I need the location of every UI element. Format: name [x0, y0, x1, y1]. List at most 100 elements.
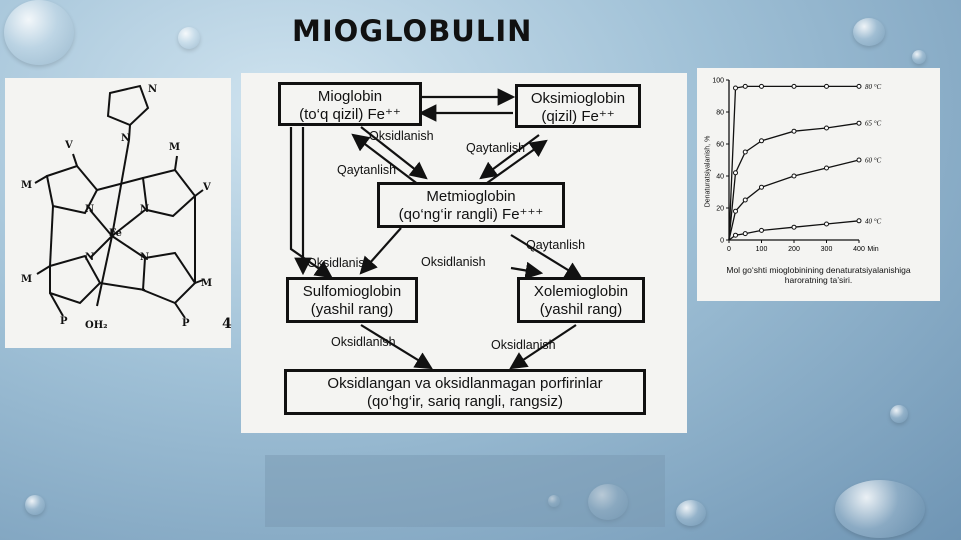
atom-label: M: [201, 278, 213, 289]
atom-label: Fe: [109, 228, 122, 239]
node-porfirinlar-name: Oksidlangan va oksidlanmagan porfirinlar: [327, 375, 603, 392]
flowchart-arrows: [289, 88, 583, 370]
atom-label: M: [21, 180, 33, 191]
atom-label: OH₂: [85, 320, 108, 331]
atom-label: N: [121, 133, 131, 144]
node-metmioglobin-name: Metmioglobin: [426, 188, 516, 205]
heme-structure-panel: N N V M M V N N Fe N N M M P P OH₂ 4: [5, 78, 232, 348]
data-point: [759, 138, 764, 144]
atom-label: N: [148, 84, 158, 95]
y-tick-label: 60: [716, 142, 724, 149]
atom-label: P: [182, 318, 190, 329]
atom-label: P: [60, 316, 68, 327]
water-drop: [588, 484, 628, 520]
x-tick-label: 0: [727, 246, 731, 253]
node-xolemioglobin: Xolemioglobin (yashil rang): [517, 277, 645, 323]
data-point: [742, 149, 748, 155]
data-point: [742, 231, 748, 237]
atom-label: N: [85, 204, 95, 215]
y-axis-label: Denaturatsiyalanish, %: [704, 135, 712, 208]
x-unit-label: Min: [867, 246, 878, 253]
heme-structure-drawing: [34, 84, 204, 319]
series-label: 80 °C: [865, 83, 882, 91]
node-sulfomioglobin-detail: (yashil rang): [310, 301, 394, 318]
data-point: [791, 128, 797, 134]
bottom-band: [265, 455, 665, 527]
edge-label: Qaytanlish: [337, 163, 397, 177]
node-oksimioglobin-name: Oksimioglobin: [530, 90, 626, 107]
chart-caption-line1: Mol go‘shti mioglobinining denaturatsiya…: [726, 265, 911, 275]
edge-label: Qaytanlish: [526, 238, 586, 252]
atom-label: M: [169, 142, 181, 153]
data-point: [791, 224, 797, 230]
atom-label: N: [140, 204, 150, 215]
data-point: [856, 218, 862, 224]
data-point: [759, 184, 764, 190]
node-xolemioglobin-name: Xolemioglobin: [533, 283, 629, 300]
data-point: [791, 83, 797, 89]
atom-label: V: [65, 140, 73, 151]
series-line: [728, 85, 859, 241]
data-point: [742, 83, 748, 89]
atom-label: N: [140, 252, 150, 263]
atom-label: V: [203, 182, 211, 193]
x-tick-label: 400: [853, 246, 865, 253]
data-point: [856, 83, 862, 89]
water-drop: [912, 50, 926, 64]
edge-label: Oksidlanish: [307, 256, 372, 270]
edge-label: Qaytanlish: [466, 141, 526, 155]
atom-label: N: [85, 252, 95, 263]
y-tick-label: 20: [716, 206, 724, 213]
chart-caption-line2: haroratning ta’siri.: [784, 275, 853, 285]
node-porfirinlar: Oksidlangan va oksidlanmagan porfirinlar…: [284, 369, 646, 415]
slide-title: MIOGLOBULIN: [292, 14, 533, 48]
y-tick-label: 0: [720, 238, 724, 245]
x-tick-label: 100: [756, 246, 768, 253]
water-drop: [4, 0, 74, 65]
series-line: [728, 220, 860, 241]
node-sulfomioglobin-name: Sulfomioglobin: [302, 283, 402, 300]
chart-caption: Mol go‘shti mioglobinining denaturatsiya…: [697, 265, 940, 285]
node-oksimioglobin: Oksimioglobin (qizil) Fe⁺⁺: [515, 84, 641, 128]
water-drop: [25, 495, 45, 515]
node-xolemioglobin-detail: (yashil rang): [539, 301, 623, 318]
node-metmioglobin-detail: (qo‘ng‘ir rangli) Fe⁺⁺⁺: [398, 206, 544, 223]
edge-label: Oksidlanish: [421, 255, 486, 269]
water-drop: [178, 27, 200, 49]
y-tick-label: 80: [716, 110, 724, 117]
node-mioglobin: Mioglobin (to‘q qizil) Fe⁺⁺: [278, 82, 422, 126]
node-metmioglobin: Metmioglobin (qo‘ng‘ir rangli) Fe⁺⁺⁺: [377, 182, 565, 228]
data-point: [856, 157, 862, 163]
data-point: [733, 85, 738, 91]
page-mark: 4: [222, 316, 232, 332]
data-point: [824, 83, 829, 89]
series-label: 65 °C: [865, 120, 882, 128]
edge-label: Oksidlanish: [491, 338, 556, 352]
y-tick-label: 40: [716, 174, 724, 181]
data-point: [759, 83, 764, 89]
data-point: [824, 165, 829, 171]
x-tick-label: 200: [788, 246, 800, 253]
water-drop: [890, 405, 908, 423]
data-point: [733, 208, 738, 214]
series-label: 40 °C: [865, 217, 882, 225]
data-point: [733, 170, 738, 176]
data-point: [791, 173, 797, 179]
water-drop: [676, 500, 706, 526]
node-oksimioglobin-detail: (qizil) Fe⁺⁺: [541, 108, 615, 125]
node-mioglobin-name: Mioglobin: [317, 88, 383, 105]
x-tick-label: 300: [821, 246, 833, 253]
data-point: [742, 197, 748, 203]
node-mioglobin-detail: (to‘q qizil) Fe⁺⁺: [299, 106, 401, 123]
flowchart-panel: Mioglobin (to‘q qizil) Fe⁺⁺ Oksimioglobi…: [241, 73, 687, 433]
series-label: 60 °C: [865, 157, 882, 165]
edge-label: Oksidlanish: [369, 129, 434, 143]
data-point: [733, 232, 738, 238]
data-point: [824, 221, 829, 227]
water-drop: [853, 18, 885, 46]
node-sulfomioglobin: Sulfomioglobin (yashil rang): [286, 277, 418, 323]
water-drop: [548, 495, 560, 507]
data-point: [856, 120, 862, 126]
data-point: [759, 227, 764, 233]
